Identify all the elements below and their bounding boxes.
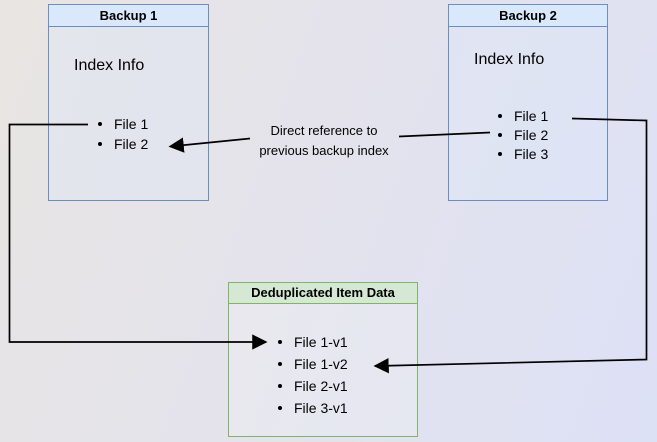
direct-reference-annotation: Direct reference to previous backup inde… bbox=[234, 121, 414, 160]
backup1-file-list: File 1 File 2 bbox=[98, 114, 148, 154]
list-item: File 1-v1 bbox=[278, 331, 348, 353]
file-label: File 3 bbox=[514, 145, 549, 162]
bullet-icon bbox=[498, 132, 502, 137]
dedup-header: Deduplicated Item Data bbox=[229, 283, 417, 304]
list-item: File 2-v1 bbox=[278, 375, 348, 397]
list-item: File 2 bbox=[98, 134, 148, 154]
file-label: File 1-v1 bbox=[294, 334, 348, 350]
file-label: File 3-v1 bbox=[294, 400, 348, 416]
file-label: File 2 bbox=[514, 126, 549, 143]
file-label: File 1 bbox=[114, 116, 149, 132]
bullet-icon bbox=[98, 142, 102, 146]
backup2-index-info-label: Index Info bbox=[474, 51, 545, 68]
dedup-title: Deduplicated Item Data bbox=[251, 285, 395, 300]
list-item: File 2 bbox=[498, 125, 548, 144]
annotation-line-2: previous backup index bbox=[259, 142, 389, 158]
backup1-index-info-label: Index Info bbox=[74, 57, 145, 74]
list-item: File 1 bbox=[498, 106, 548, 125]
backup2-box: Backup 2 Index Info File 1 File 2 File 3 bbox=[448, 4, 608, 201]
backup1-box: Backup 1 Index Info File 1 File 2 bbox=[48, 4, 209, 201]
file-label: File 2-v1 bbox=[294, 378, 348, 394]
bullet-icon bbox=[278, 384, 282, 388]
bullet-icon bbox=[498, 151, 502, 156]
bullet-icon bbox=[498, 113, 502, 118]
file-label: File 2 bbox=[114, 136, 149, 152]
file-label: File 1 bbox=[514, 107, 549, 124]
backup2-file-list: File 1 File 2 File 3 bbox=[498, 106, 548, 163]
backup2-title: Backup 2 bbox=[499, 8, 557, 23]
dedup-item-list: File 1-v1 File 1-v2 File 2-v1 File 3-v1 bbox=[278, 331, 348, 419]
list-item: File 3-v1 bbox=[278, 397, 348, 419]
bullet-icon bbox=[278, 340, 282, 344]
dedup-box: Deduplicated Item Data File 1-v1 File 1-… bbox=[228, 282, 418, 437]
backup1-title: Backup 1 bbox=[99, 8, 158, 23]
annotation-line-1: Direct reference to bbox=[270, 123, 378, 138]
list-item: File 1 bbox=[98, 114, 148, 134]
list-item: File 3 bbox=[498, 144, 548, 163]
bullet-icon bbox=[278, 362, 282, 366]
backup1-header: Backup 1 bbox=[49, 5, 208, 27]
bullet-icon bbox=[98, 122, 102, 126]
backup2-header: Backup 2 bbox=[449, 5, 607, 27]
bullet-icon bbox=[278, 406, 282, 410]
file-label: File 1-v2 bbox=[294, 356, 348, 372]
list-item: File 1-v2 bbox=[278, 353, 348, 375]
